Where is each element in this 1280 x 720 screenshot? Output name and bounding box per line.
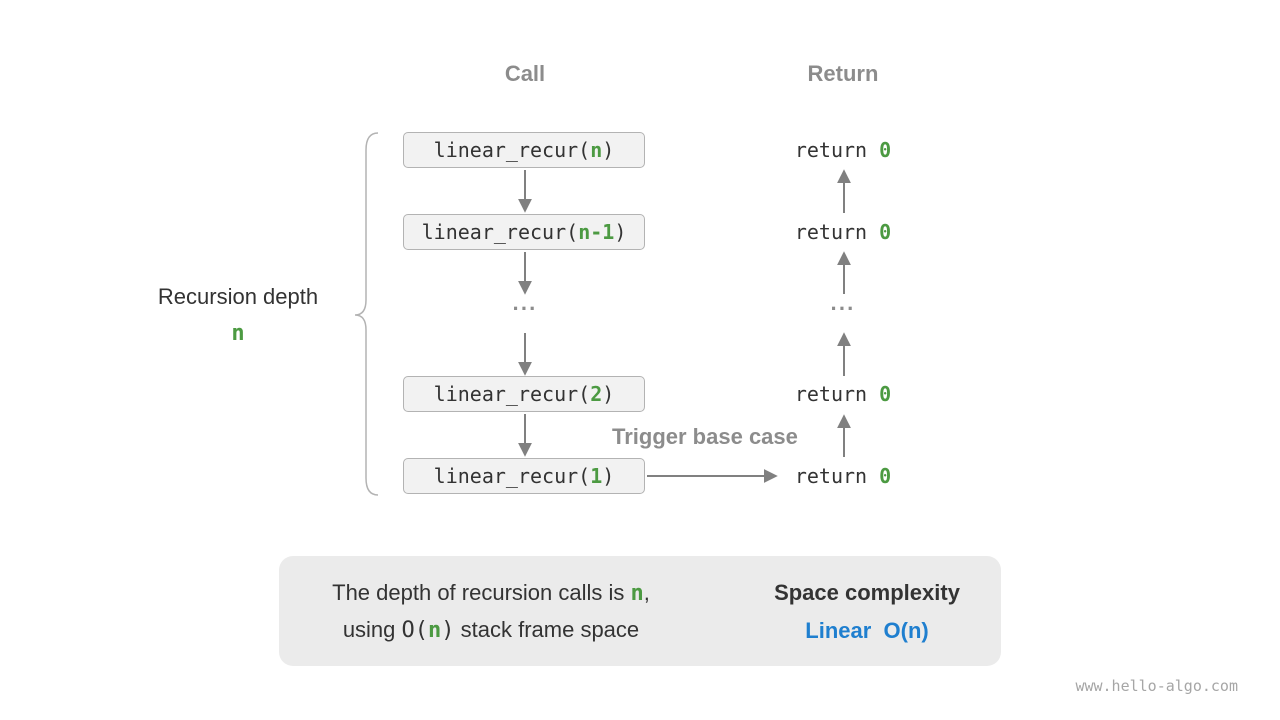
return-ellipsis: ··· bbox=[830, 296, 856, 321]
return-keyword: return bbox=[794, 220, 880, 244]
trigger-base-case-label: Trigger base case bbox=[612, 424, 798, 449]
return-value: 0 bbox=[879, 138, 892, 162]
return-row: return 0 bbox=[770, 376, 916, 412]
call-box-n-minus-1: linear_recur(n-1) bbox=[403, 214, 645, 250]
return-column-title: Return bbox=[807, 61, 879, 86]
recursion-depth-label: Recursion depth bbox=[157, 284, 319, 309]
space-complexity-title: Space complexity bbox=[774, 580, 960, 605]
return-row: return 0 bbox=[770, 132, 916, 168]
summary-var: n bbox=[428, 618, 442, 643]
summary-text: stack frame space bbox=[454, 617, 640, 642]
site-url: www.hello-algo.com bbox=[1075, 677, 1238, 695]
call-paren: ) bbox=[602, 464, 615, 488]
return-row: return 0 bbox=[770, 214, 916, 250]
call-arg: 1 bbox=[590, 464, 603, 488]
summary-text: using bbox=[342, 617, 402, 642]
return-keyword: return bbox=[794, 138, 880, 162]
recursion-depth-brace bbox=[354, 132, 379, 496]
summary-text: , bbox=[643, 580, 650, 605]
space-complexity-value: Linear O(n) bbox=[805, 618, 929, 643]
call-box-1: linear_recur(1) bbox=[403, 458, 645, 494]
summary-panel bbox=[279, 556, 1001, 666]
summary-line-1: The depth of recursion calls is n, bbox=[291, 574, 691, 612]
return-value: 0 bbox=[879, 382, 892, 406]
summary-var: n bbox=[630, 581, 644, 606]
big-o-open: O( bbox=[401, 618, 429, 643]
return-value: 0 bbox=[879, 220, 892, 244]
call-box-2: linear_recur(2) bbox=[403, 376, 645, 412]
return-keyword: return bbox=[794, 464, 880, 488]
call-paren: ) bbox=[602, 382, 615, 406]
call-fn-name: linear_recur( bbox=[433, 382, 591, 406]
return-keyword: return bbox=[794, 382, 880, 406]
call-paren: ) bbox=[602, 138, 615, 162]
summary-line-2: using O(n) stack frame space bbox=[291, 611, 691, 649]
summary-text: The depth of recursion calls is bbox=[332, 580, 631, 605]
call-arg: n bbox=[590, 138, 603, 162]
recursion-depth-n: n bbox=[231, 321, 245, 346]
call-ellipsis: ··· bbox=[512, 296, 538, 321]
call-column-title: Call bbox=[504, 61, 546, 86]
return-value: 0 bbox=[879, 464, 892, 488]
big-o-close: ) bbox=[441, 618, 455, 643]
call-paren: ) bbox=[614, 220, 627, 244]
call-arg: n-1 bbox=[578, 220, 615, 244]
return-row: return 0 bbox=[770, 458, 916, 494]
call-fn-name: linear_recur( bbox=[433, 464, 591, 488]
call-arg: 2 bbox=[590, 382, 603, 406]
call-fn-name: linear_recur( bbox=[421, 220, 579, 244]
call-box-n: linear_recur(n) bbox=[403, 132, 645, 168]
call-fn-name: linear_recur( bbox=[433, 138, 591, 162]
